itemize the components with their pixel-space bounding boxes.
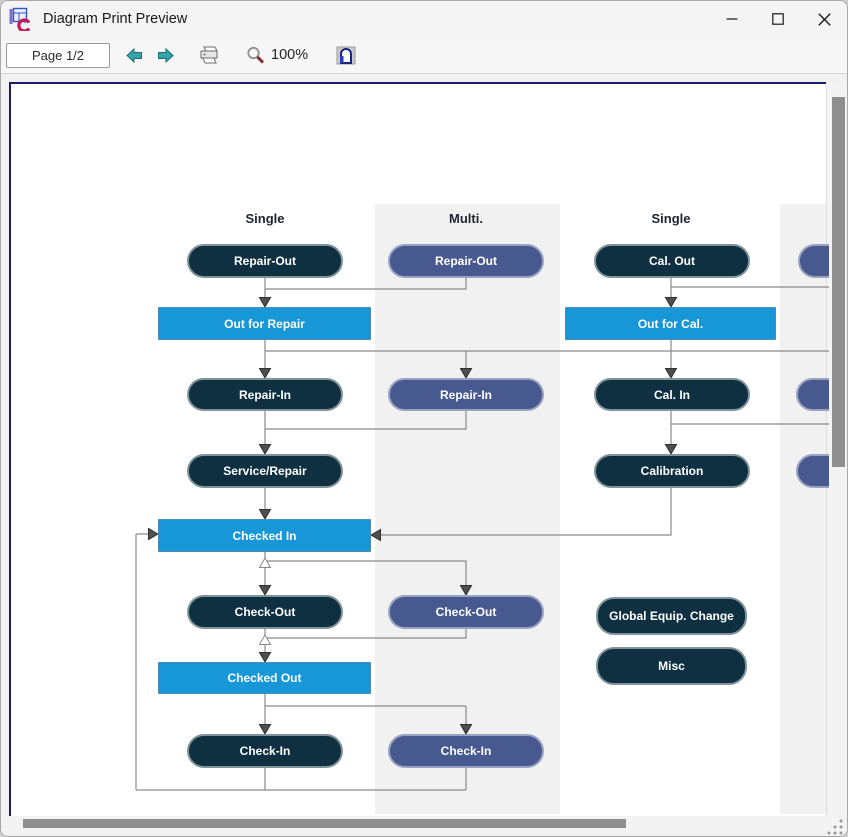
column-band (780, 204, 829, 814)
minimize-button[interactable] (709, 1, 755, 37)
node-label: Check-Out (435, 605, 497, 619)
magnifier-icon (247, 46, 265, 64)
titlebar: Diagram Print Preview (1, 1, 847, 37)
column-header: Single (651, 211, 691, 226)
node-label: Cal. In (653, 387, 690, 402)
node-clipped-row3 (796, 378, 829, 411)
maximize-icon (772, 13, 784, 25)
toolbar: Page 1/2 100% (1, 37, 847, 74)
printer-icon (200, 46, 218, 63)
node-repair-out-single: Repair-Out (187, 244, 343, 278)
column-band (375, 204, 560, 814)
node-clipped-row4 (796, 454, 829, 488)
node-label: Checked In (232, 528, 297, 543)
node-label: Repair-Out (233, 254, 296, 268)
node-label: Check-In (239, 744, 291, 758)
next-page-icon (158, 47, 174, 63)
exit-door-icon (336, 46, 356, 64)
node-check-in-single: Check-In (187, 734, 343, 768)
previous-page-button[interactable] (126, 47, 143, 63)
close-icon (817, 12, 831, 26)
previous-page-icon (126, 47, 142, 63)
app-icon (9, 7, 31, 31)
node-label: Cal. Out (648, 254, 695, 268)
print-button[interactable] (198, 46, 220, 65)
node-check-out-single: Check-Out (187, 595, 343, 629)
node-label: Checked Out (227, 671, 302, 685)
close-button[interactable] (801, 1, 847, 37)
node-misc: Misc (596, 647, 747, 685)
node-label: Repair-In (439, 387, 492, 402)
window-title: Diagram Print Preview (43, 11, 188, 27)
node-repair-in-single: Repair-In (187, 378, 343, 411)
node-clipped-row1 (798, 244, 829, 278)
maximize-button[interactable] (755, 1, 801, 37)
node-label: Calibration (640, 464, 704, 478)
zoom-button[interactable] (246, 46, 265, 65)
node-cal-out: Cal. Out (594, 244, 750, 278)
node-label: Repair-In (238, 387, 291, 402)
node-label: Misc (658, 659, 685, 673)
node-global-equip-change: Global Equip. Change (596, 597, 747, 635)
minimize-icon (726, 18, 738, 20)
page-indicator-label: Page 1/2 (31, 47, 85, 63)
node-check-out-multi: Check-Out (388, 595, 544, 629)
close-preview-button[interactable] (336, 46, 356, 65)
resize-grip[interactable] (827, 819, 843, 835)
node-label: Check-In (440, 744, 492, 758)
node-label: Repair-Out (434, 254, 497, 268)
node-label: Global Equip. Change (609, 609, 734, 623)
node-check-in-multi: Check-In (388, 734, 544, 768)
node-repair-out-multi: Repair-Out (388, 244, 544, 278)
node-label: Check-Out (234, 605, 296, 619)
zoom-level-label: 100% (271, 47, 309, 63)
node-out-for-repair: Out for Repair (158, 307, 371, 340)
column-header: Single (245, 211, 285, 226)
node-checked-out: Checked Out (158, 662, 371, 694)
node-checked-in: Checked In (158, 519, 371, 552)
node-calibration: Calibration (594, 454, 750, 488)
node-label: Out for Cal. (637, 316, 704, 331)
vertical-scrollbar-thumb[interactable] (832, 97, 845, 467)
horizontal-scrollbar-thumb[interactable] (23, 819, 626, 828)
node-label: Out for Repair (224, 316, 305, 331)
column-header: Multi. (449, 211, 483, 226)
node-label: Service/Repair (223, 464, 307, 478)
node-cal-in: Cal. In (594, 378, 750, 411)
node-out-for-cal: Out for Cal. (565, 307, 776, 340)
page-indicator-box[interactable]: Page 1/2 (6, 42, 110, 68)
horizontal-scrollbar[interactable] (1, 816, 847, 831)
node-repair-in-multi: Repair-In (388, 378, 544, 411)
node-service-repair: Service/Repair (187, 454, 343, 488)
next-page-button[interactable] (157, 47, 174, 63)
vertical-scrollbar[interactable] (826, 82, 847, 816)
